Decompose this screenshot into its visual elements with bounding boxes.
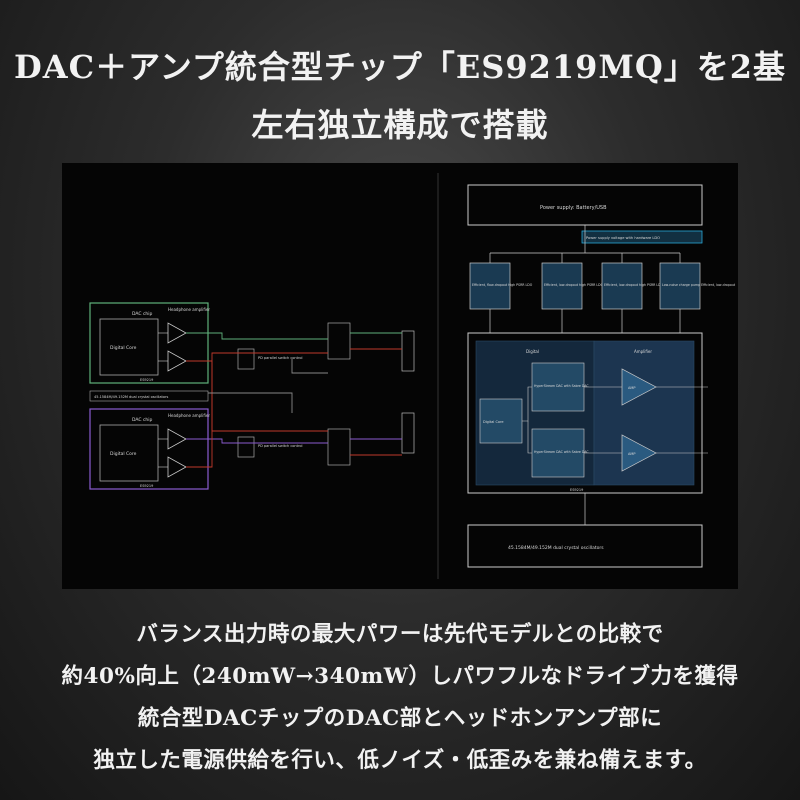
oscillator-right xyxy=(467,524,703,568)
ldo-box-4 xyxy=(659,262,701,310)
ldo-label-4: Low-noise charge pump Efficient, low-dro… xyxy=(662,283,736,287)
dac-block-2 xyxy=(531,428,585,478)
dac-chip-bottom xyxy=(89,408,209,490)
body-line-4: 独立した電源供給を行い、低ノイズ・低歪みを兼ね備えます。 xyxy=(93,748,707,773)
body-line-2: 約40%向上（240mW→340mW）しパワフルなドライブ力を獲得 xyxy=(61,664,739,689)
dac-block-label-2: HyperStream DAC with Sabre DAC xyxy=(534,450,589,454)
chip-id-top: ES9219 xyxy=(140,378,153,382)
digital-core-label-right: Digital Core xyxy=(483,420,504,424)
power-note-label: Power supply voltage with hardware LDO xyxy=(586,236,660,240)
amp-triangle-2 xyxy=(167,350,187,372)
digital-core-label-bottom: Digital Core xyxy=(110,451,137,457)
dac-block-label-1: HyperStream DAC with Sabre DAC xyxy=(534,384,589,388)
headline-line-1: DAC＋アンプ統合型チップ「ES9219MQ」を2基 xyxy=(14,48,786,86)
amp-label-2: AMP xyxy=(628,452,636,456)
headphone-amp-label-top: Headphone amplifier xyxy=(168,307,210,312)
power-supply-label: Power supply: Battery/USB xyxy=(540,205,607,211)
digital-core-label-top: Digital Core xyxy=(110,345,137,351)
oscillator-label-right: 45.1584M/49.152M dual crystal oscillator… xyxy=(508,545,604,551)
switch-bottom xyxy=(237,436,255,458)
ldo-label-1: Efficient, flow-dropout high PSRR LDO xyxy=(472,283,533,287)
diagram-panel: DAC chip Headphone amplifier Digital Cor… xyxy=(62,163,738,589)
output-jack-top xyxy=(401,330,415,372)
chip-id-right: ES9219 xyxy=(570,488,583,492)
amp-label-1: AMP xyxy=(628,386,636,390)
switch-label-top: PD parallel switch control xyxy=(258,356,302,360)
amp-triangle-3 xyxy=(167,428,187,450)
oscillator-left xyxy=(89,390,209,402)
body-line-1: バランス出力時の最大パワーは先代モデルとの比較で xyxy=(136,622,664,647)
ldo-box-3 xyxy=(601,262,643,310)
amp-triangle-1 xyxy=(167,322,187,344)
headphone-amp-label-bottom: Headphone amplifier xyxy=(168,413,210,418)
power-note-box xyxy=(581,230,703,244)
mux-top xyxy=(327,322,351,360)
dac-block-1 xyxy=(531,362,585,412)
ldo-label-2: Efficient, low-dropout high PSRR LDO xyxy=(544,283,604,287)
digital-core-top xyxy=(99,318,159,376)
amp-triangle-4 xyxy=(167,456,187,478)
amp-triangle-right-2 xyxy=(621,434,657,472)
amplifier-section xyxy=(593,340,695,486)
dac-chip-top xyxy=(89,302,209,384)
headline-line-2: 左右独立構成で搭載 xyxy=(251,106,549,144)
mux-bottom xyxy=(327,428,351,466)
digital-core-right xyxy=(479,398,523,444)
switch-top xyxy=(237,348,255,370)
body-line-3: 統合型DACチップのDAC部とヘッドホンアンプ部に xyxy=(137,706,663,731)
chip-id-bottom: ES9219 xyxy=(140,484,153,488)
output-jack-bottom xyxy=(401,412,415,454)
amp-triangle-right-1 xyxy=(621,368,657,406)
oscillator-label-left: 45.1584M/49.152M dual crystal oscillator… xyxy=(94,395,168,399)
block-diagram: DAC chip Headphone amplifier Digital Cor… xyxy=(89,173,736,579)
dac-chip-label-bottom: DAC chip xyxy=(132,417,153,423)
switch-label-bottom: PD parallel switch control xyxy=(258,444,302,448)
digital-section-label: Digital xyxy=(526,349,539,354)
digital-core-bottom xyxy=(99,424,159,482)
amplifier-section-label: Amplifier xyxy=(634,349,652,354)
dac-chip-label-top: DAC chip xyxy=(132,311,153,317)
ldo-label-3: Efficient, low-dropout high PSRR LDO xyxy=(604,283,664,287)
